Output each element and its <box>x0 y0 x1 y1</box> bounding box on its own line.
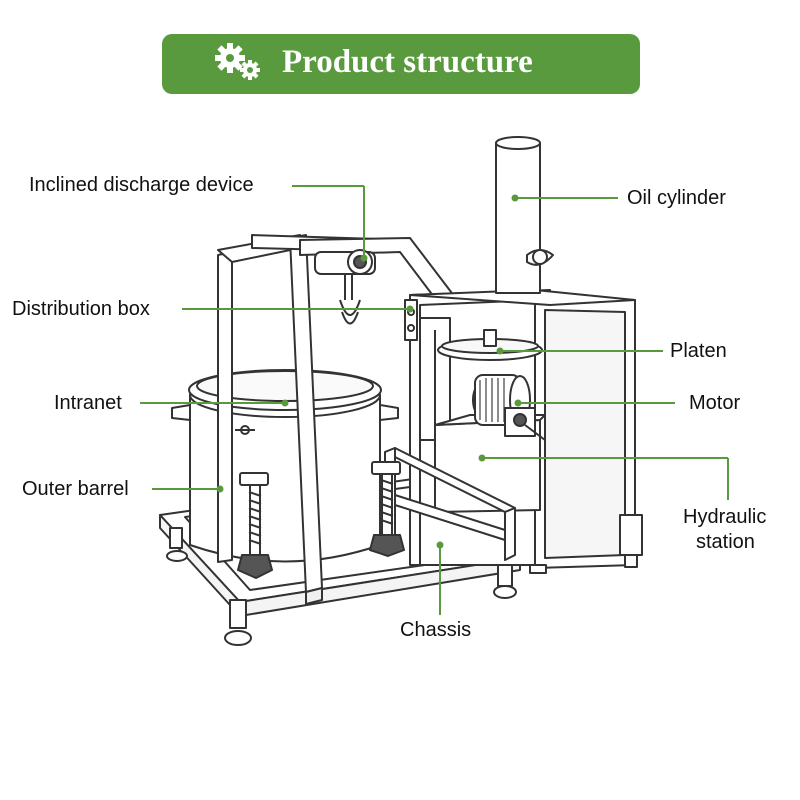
label-platen: Platen <box>670 340 727 362</box>
label-distribution-box: Distribution box <box>12 298 150 320</box>
label-outer-barrel: Outer barrel <box>22 478 129 500</box>
label-oil-cylinder: Oil cylinder <box>627 187 726 209</box>
label-hydraulic-station-line1: Hydraulic <box>683 506 767 528</box>
label-inclined-discharge-device: Inclined discharge device <box>29 174 254 196</box>
label-chassis: Chassis <box>400 619 472 641</box>
label-motor: Motor <box>689 392 741 414</box>
gears-icon <box>215 43 260 80</box>
page-title: Product structure <box>282 44 533 80</box>
title-banner <box>162 34 640 94</box>
label-hydraulic-station-line2: station <box>696 531 755 553</box>
label-intranet: Intranet <box>54 392 122 414</box>
